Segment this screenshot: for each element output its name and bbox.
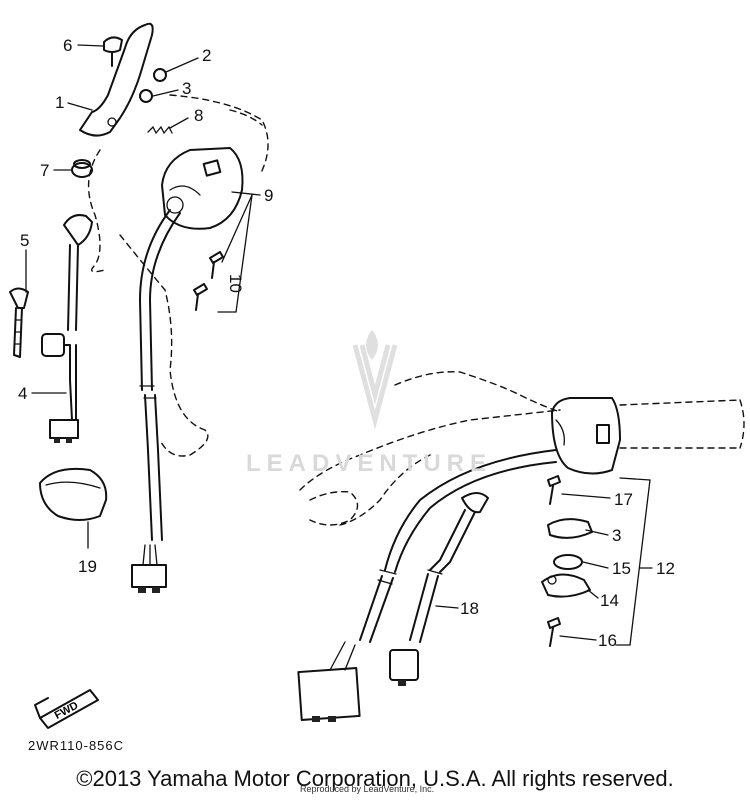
callout-9: 9: [264, 186, 273, 205]
callout-18: 18: [460, 599, 479, 618]
screw-17-part: [547, 475, 561, 505]
drawing-code: 2WR110-856C: [28, 738, 125, 753]
callout-3: 3: [182, 79, 191, 98]
clamp-part: [541, 573, 591, 598]
bolt-part: [103, 36, 123, 67]
left-switch-cable: [139, 209, 181, 541]
callout-14: 14: [600, 591, 619, 610]
callout-1: 1: [55, 93, 64, 112]
leader-lines: [25, 44, 653, 646]
copyright-notice: ©2013 Yamaha Motor Corporation, U.S.A. A…: [76, 766, 674, 791]
right-switch-cable: [297, 449, 557, 722]
grommet-part: [71, 159, 93, 178]
callout-4: 4: [18, 384, 27, 403]
left-handlebar-outline: [87, 94, 269, 457]
screw-16-part: [547, 617, 561, 647]
right-handlebar-outline: [299, 371, 745, 526]
left-handlebar-switch: [161, 147, 244, 230]
callout-8: 8: [194, 106, 203, 125]
callout-3-right: 3: [612, 526, 621, 545]
callout-19: 19: [78, 557, 97, 576]
callout-6: 6: [63, 36, 72, 55]
nut-part: [139, 89, 153, 103]
callout-10: 10: [226, 274, 245, 293]
callout-7: 7: [40, 161, 49, 180]
callout-labels: 6 2 3 1 8 7 9 5 10 4 19 17 3 15 12 14 18…: [18, 36, 675, 650]
cable-band: [9, 287, 29, 358]
callout-17: 17: [614, 490, 633, 509]
clutch-lever: [79, 22, 154, 137]
callout-12: 12: [656, 559, 675, 578]
reproduced-by-notice: Reproduced by LeadVenture, Inc.: [300, 784, 435, 794]
screw-part: [153, 68, 167, 82]
lead-wire: [389, 492, 489, 686]
clutch-switch: [41, 214, 93, 443]
callout-5: 5: [20, 231, 29, 250]
switch-screws: [193, 251, 224, 311]
washer-part: [553, 554, 583, 570]
callout-2: 2: [202, 46, 211, 65]
spring-part: [147, 125, 173, 135]
forward-direction-icon: FWD: [34, 689, 99, 729]
holder-part: [547, 518, 593, 539]
watermark-text: LEADVENTURE: [246, 450, 493, 477]
right-handlebar-switch: [551, 397, 621, 475]
callout-16: 16: [598, 631, 617, 650]
relay-unit: [39, 467, 108, 521]
left-cable-connector: [131, 544, 167, 593]
watermark-logo-icon: [352, 330, 398, 430]
callout-15: 15: [612, 559, 631, 578]
